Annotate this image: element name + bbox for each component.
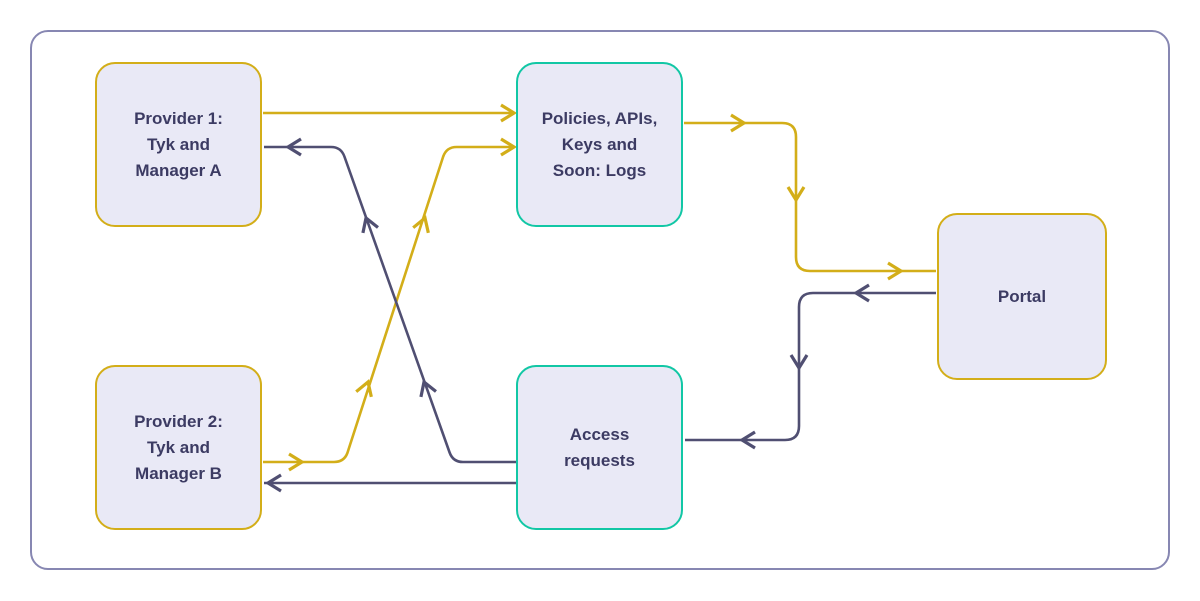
diagram-frame: [30, 30, 1170, 570]
edge-line: [263, 145, 514, 464]
node-provider2-label: Provider 2: Tyk and Manager B: [134, 411, 223, 483]
arrowhead: [264, 473, 282, 493]
edge-portal-to-access: [685, 283, 936, 450]
node-policies-label: Policies, APIs, Keys and Soon: Logs: [541, 108, 658, 180]
arrowhead: [730, 113, 748, 133]
node-access-requests: Access requests: [516, 365, 683, 530]
arrowhead: [361, 215, 379, 234]
node-policies: Policies, APIs, Keys and Soon: Logs: [516, 62, 683, 227]
arrowhead: [412, 215, 430, 234]
arrowhead: [284, 137, 302, 157]
arrowhead: [738, 430, 756, 450]
edge-provider2-to-policies: [263, 137, 518, 472]
edge-provider1-to-policies: [263, 103, 518, 123]
edge-access-to-provider1: [264, 137, 516, 464]
arrowhead: [419, 379, 437, 398]
arrowhead: [500, 137, 518, 157]
arrowhead: [355, 379, 373, 398]
arrowhead: [789, 354, 809, 372]
node-portal: Portal: [937, 213, 1107, 380]
edge-policies-to-portal: [684, 113, 936, 281]
node-provider1: Provider 1: Tyk and Manager A: [95, 62, 262, 227]
node-portal-label: Portal: [997, 286, 1047, 306]
arrowhead: [852, 283, 870, 303]
arrowhead: [288, 452, 306, 472]
arrowhead: [786, 186, 806, 204]
node-provider1-label: Provider 1: Tyk and Manager A: [134, 108, 223, 180]
node-provider2: Provider 2: Tyk and Manager B: [95, 365, 262, 530]
arrowhead: [500, 103, 518, 123]
arrowhead: [887, 261, 905, 281]
edge-line: [264, 145, 516, 464]
node-access-requests-label: Access requests: [564, 424, 635, 470]
edge-access-to-provider2: [264, 473, 516, 493]
